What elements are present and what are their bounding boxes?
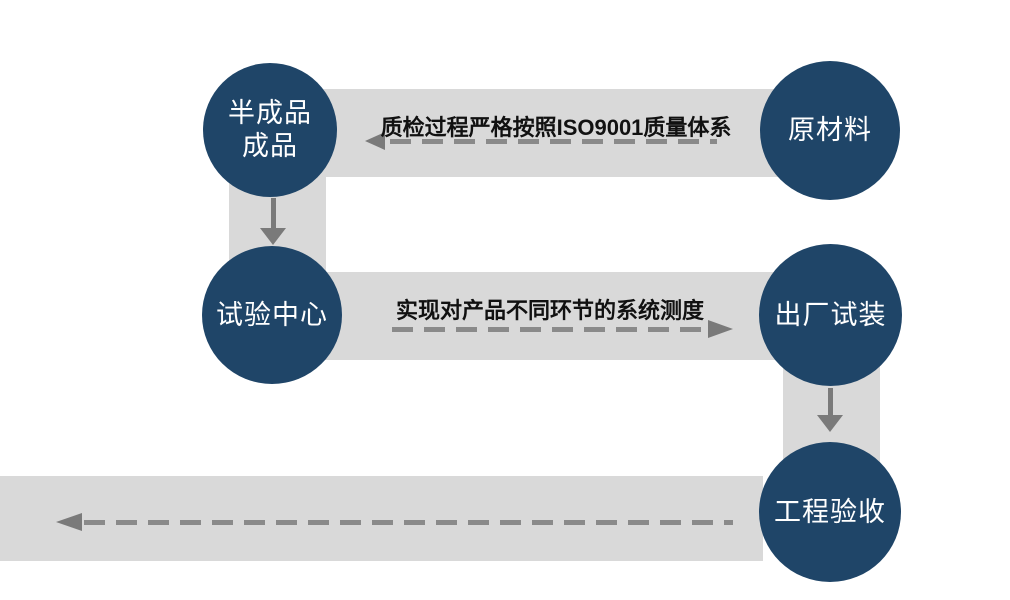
arrow-down-icon (817, 415, 843, 432)
node-raw-materials: 原材料 (760, 61, 900, 200)
arrow-right-icon (708, 320, 733, 338)
node-label: 工程验收 (774, 496, 886, 527)
node-label: 出厂试装 (774, 299, 887, 330)
band-bottom-horizontal (0, 476, 763, 561)
top-flow-label: 质检过程严格按照ISO9001质量体系 (380, 115, 732, 140)
node-engineering-acceptance: 工程验收 (759, 442, 901, 582)
arrow-left-icon (56, 513, 82, 531)
right-down-arrow-line (828, 388, 833, 415)
node-label: 原材料 (788, 115, 872, 145)
node-label: 半成品 成品 (228, 98, 312, 161)
node-label: 试验中心 (216, 299, 328, 330)
node-factory-trial-assembly: 出厂试装 (759, 244, 902, 386)
middle-flow-label: 实现对产品不同环节的系统测度 (395, 298, 704, 323)
bottom-flow-arrow-dashes (84, 520, 733, 525)
left-down-arrow-line (271, 198, 276, 228)
top-flow-arrow-dashes (390, 139, 717, 144)
arrow-down-icon (260, 228, 286, 245)
arrow-left-icon (365, 132, 385, 150)
node-test-center: 试验中心 (202, 246, 342, 384)
band-top-horizontal (270, 89, 830, 177)
band-middle-horizontal (272, 272, 830, 360)
node-semi-finished-products: 半成品 成品 (203, 63, 337, 197)
middle-flow-arrow-dashes (392, 327, 708, 332)
